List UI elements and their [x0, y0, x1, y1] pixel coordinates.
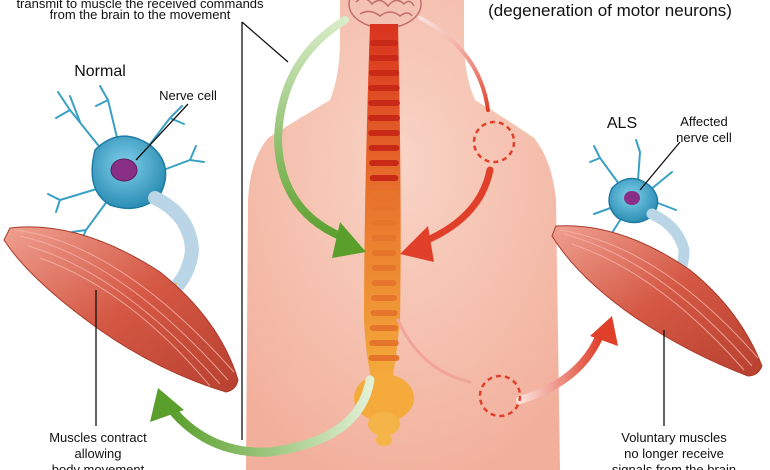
normal-heading: Normal: [74, 63, 126, 80]
normal-muscle: [3, 226, 239, 393]
vertebra: [369, 340, 399, 346]
vertebra: [368, 145, 400, 151]
leader-nerve-cell: [135, 103, 189, 161]
affected-muscle: [551, 225, 763, 377]
damage-circle-top: [472, 120, 516, 164]
vertebra: [371, 220, 397, 226]
top-right-title: (degeneration of motor neurons): [488, 1, 732, 20]
muscles-label-line3: body movement: [52, 462, 145, 470]
nerve-cell-label: Nerve cell: [159, 88, 217, 103]
vertebra: [369, 55, 399, 61]
vertebra: [369, 160, 399, 166]
leader-affected: [639, 141, 681, 191]
muscles-label-line2: allowing: [75, 446, 122, 461]
top-caption-line2: from the brain to the movement: [50, 7, 231, 22]
affected-label-line1: Affected: [680, 114, 727, 129]
top-caption-line1: transmit to muscle the received commands: [16, 0, 264, 11]
vertebra: [371, 280, 397, 286]
vertebra: [368, 130, 400, 136]
vertebra: [370, 310, 398, 316]
healthy-signal-arrow-top: [273, 16, 366, 258]
voluntary-label-line2: no longer receive: [624, 446, 724, 461]
vertebra: [368, 70, 400, 76]
vertebra: [369, 175, 399, 181]
healthy-signal-arrow-bottom: [150, 375, 375, 457]
vertebra: [368, 100, 400, 106]
als-heading: ALS: [607, 115, 637, 132]
vertebra: [370, 40, 398, 46]
vertebra: [371, 295, 397, 301]
vertebra: [369, 325, 399, 331]
vertebra: [371, 265, 397, 271]
vertebra: [368, 115, 400, 121]
body-silhouette: [246, 0, 560, 470]
muscles-label-line1: Muscles contract: [49, 430, 147, 445]
vertebra: [368, 85, 400, 91]
vertebra: [371, 250, 397, 256]
leader-top-caption: [241, 21, 289, 63]
voluntary-label-line1: Voluntary muscles: [621, 430, 727, 445]
affected-signal-arrow-top: [400, 16, 516, 262]
voluntary-label-line3: signals from the brain: [612, 462, 736, 470]
vertebra: [371, 235, 397, 241]
affected-label-line2: nerve cell: [676, 130, 732, 145]
affected-signal-arrow-bottom: [396, 316, 618, 418]
damage-circle-bottom: [478, 374, 522, 418]
vertebra: [370, 190, 398, 196]
leader-lines: [95, 21, 681, 440]
vertebra: [368, 355, 400, 361]
vertebra: [371, 205, 397, 211]
